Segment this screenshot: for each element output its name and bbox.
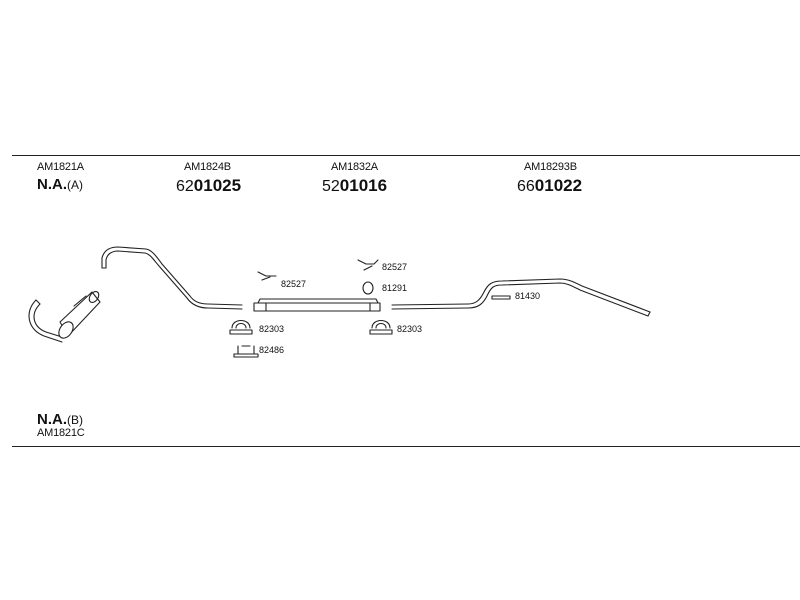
- ring-81291: [362, 281, 374, 295]
- top-divider: [12, 155, 800, 156]
- na-b-sub: (B): [67, 413, 83, 427]
- ref-6601022: 6601022: [517, 177, 582, 195]
- code-am1832a: AM1832A: [331, 161, 378, 173]
- bracket-81430: [491, 295, 511, 300]
- ref-5201016: 5201016: [322, 177, 387, 195]
- ref-6201025-prefix: 62: [176, 178, 194, 195]
- na-a-main: N.A.: [37, 176, 67, 193]
- code-am1821c: AM1821C: [37, 427, 85, 439]
- part-82527-right: 82527: [382, 262, 408, 272]
- ref-6201025: 6201025: [176, 177, 241, 195]
- code-am1821a: AM1821A: [37, 161, 84, 173]
- clamp-82486: [233, 345, 259, 358]
- part-82527-left: 82527: [281, 279, 307, 289]
- hanger-82527-left: [257, 271, 277, 281]
- part-82303-right: 82303: [397, 324, 423, 334]
- ref-5201016-main: 01016: [339, 176, 388, 195]
- center-muffler: [253, 298, 381, 312]
- na-a-label: N.A.(A): [37, 177, 83, 192]
- ref-5201016-prefix: 52: [322, 178, 340, 195]
- na-b-label: N.A.(B): [37, 412, 83, 427]
- clamp-82303-left: [229, 319, 253, 335]
- code-am1824b: AM1824B: [184, 161, 231, 173]
- part-81291: 81291: [382, 283, 408, 293]
- front-pipe-muffler: [28, 291, 101, 343]
- rear-pipe: [391, 278, 651, 317]
- ref-6201025-main: 01025: [193, 176, 242, 195]
- ref-6601022-prefix: 66: [517, 178, 535, 195]
- intermediate-pipe: [101, 246, 243, 310]
- bottom-divider: [12, 446, 800, 447]
- ref-6601022-main: 01022: [534, 176, 583, 195]
- na-a-sub: (A): [67, 178, 83, 192]
- part-81430: 81430: [515, 291, 541, 301]
- code-am18293b: AM18293B: [524, 161, 577, 173]
- na-b-main: N.A.: [37, 411, 67, 428]
- hanger-82527-right: [357, 259, 379, 271]
- part-82486: 82486: [259, 345, 285, 355]
- clamp-82303-right: [369, 319, 393, 335]
- part-82303-left: 82303: [259, 324, 285, 334]
